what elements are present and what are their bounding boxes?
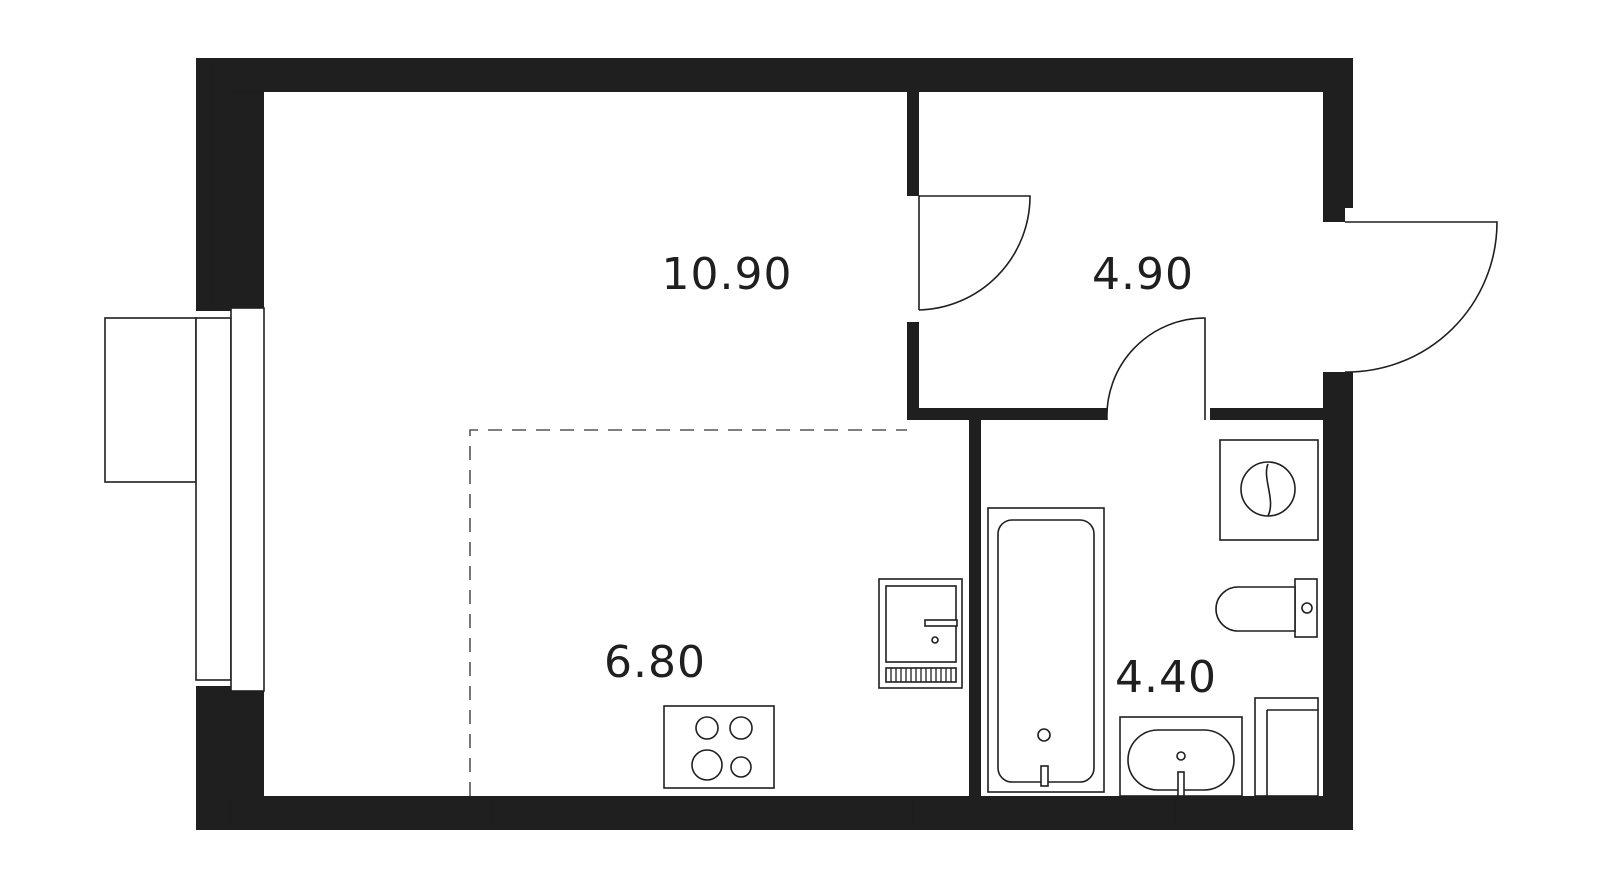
area-label-kitchen-zone: 6.80: [604, 637, 706, 688]
kitchen-zone-outline: [469, 429, 907, 796]
wall-partition-upper: [907, 92, 919, 196]
wall-right-lower: [1323, 372, 1353, 830]
door-bathroom: [1106, 317, 1206, 421]
area-label-living-room: 10.90: [662, 249, 793, 300]
kitchen-sink: [878, 578, 963, 689]
wall-seams: [210, 58, 1176, 830]
walls: [196, 58, 1353, 830]
wall-bottom: [196, 796, 1353, 830]
wall-bathroom-partition: [969, 420, 981, 796]
door-living-hall: [918, 195, 1031, 311]
balcony-outline: [104, 317, 197, 483]
wall-top: [196, 58, 1353, 92]
washing-machine: [1219, 439, 1319, 541]
wall-right-upper: [1323, 58, 1353, 208]
window-frame-outer: [195, 317, 232, 681]
wall-left-upper: [196, 58, 264, 311]
toilet: [1215, 578, 1318, 638]
window: [104, 307, 265, 692]
kitchen-stove: [663, 705, 775, 789]
bathroom-sink: [1119, 716, 1243, 797]
doors: [918, 195, 1498, 421]
area-label-hallway: 4.90: [1092, 249, 1194, 300]
area-label-bathroom: 4.40: [1115, 652, 1217, 703]
bathroom-cabinet: [1254, 697, 1319, 797]
wall-hall-bath-right: [1210, 408, 1323, 420]
wall-partition-lower: [907, 322, 919, 420]
wall-right-upper-jog: [1323, 208, 1345, 222]
bathtub: [987, 507, 1105, 793]
door-entrance: [1344, 221, 1498, 373]
wall-hall-bath-left: [907, 408, 1107, 420]
window-frame-inner: [230, 307, 265, 692]
